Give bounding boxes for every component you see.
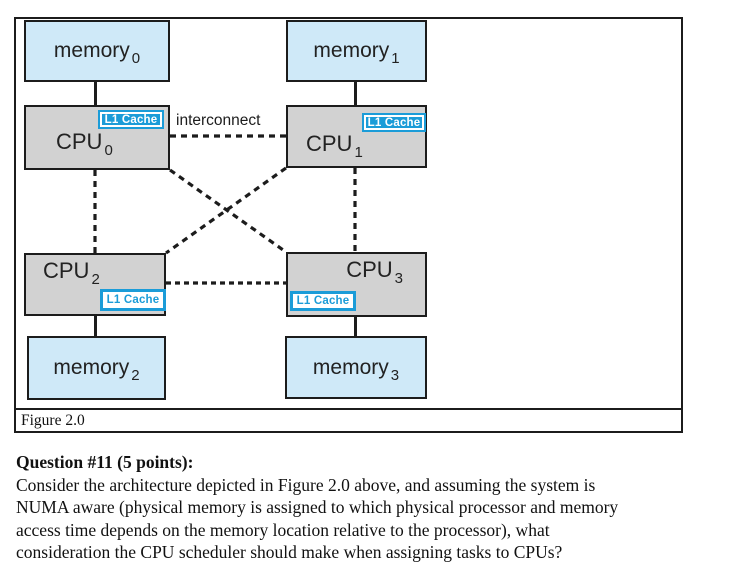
dashed-link-cpu1-cpu2: [165, 166, 287, 255]
memory0-sub: 0: [131, 50, 141, 67]
cpu3-l1-cache-badge: L1 Cache: [290, 291, 356, 311]
connector-memory0-cpu0: [94, 82, 97, 105]
cpu2-sub: 2: [91, 271, 100, 288]
interconnect-label: interconnect: [176, 112, 261, 129]
connector-cpu2-memory2: [94, 316, 97, 336]
question-line: consideration the CPU scheduler should m…: [16, 542, 563, 563]
figure-caption: Figure 2.0: [21, 411, 85, 429]
memory1-sub: 1: [391, 50, 400, 67]
question-block: Question #11 (5 points): Consider the ar…: [16, 451, 721, 564]
question-heading: Question #11 (5 points):: [16, 452, 194, 472]
memory2-sub: 2: [131, 367, 140, 384]
cpu3-sub: 3: [394, 270, 403, 287]
cpu0-l1-cache-badge: L1 Cache: [98, 110, 164, 129]
cpu1-l1-cache-badge: L1 Cache: [362, 113, 426, 132]
interconnect-links: [93, 134, 357, 285]
connector-memory1-cpu1: [354, 82, 357, 105]
connector-cpu3-memory3: [354, 317, 357, 336]
cpu1-sub: 1: [354, 144, 363, 161]
cpu0-sub: 0: [104, 142, 113, 159]
cpu2-l1-cache-badge: L1 Cache: [100, 289, 166, 311]
dashed-link-cpu0-cpu3: [169, 168, 287, 254]
question-line: NUMA aware (physical memory is assigned …: [16, 497, 619, 518]
memory3-sub: 3: [390, 366, 400, 384]
figure-caption-bar: Figure 2.0: [16, 408, 681, 431]
question-line: Consider the architecture depicted in Fi…: [16, 474, 596, 495]
question-line: access time depends on the memory locati…: [16, 519, 550, 540]
